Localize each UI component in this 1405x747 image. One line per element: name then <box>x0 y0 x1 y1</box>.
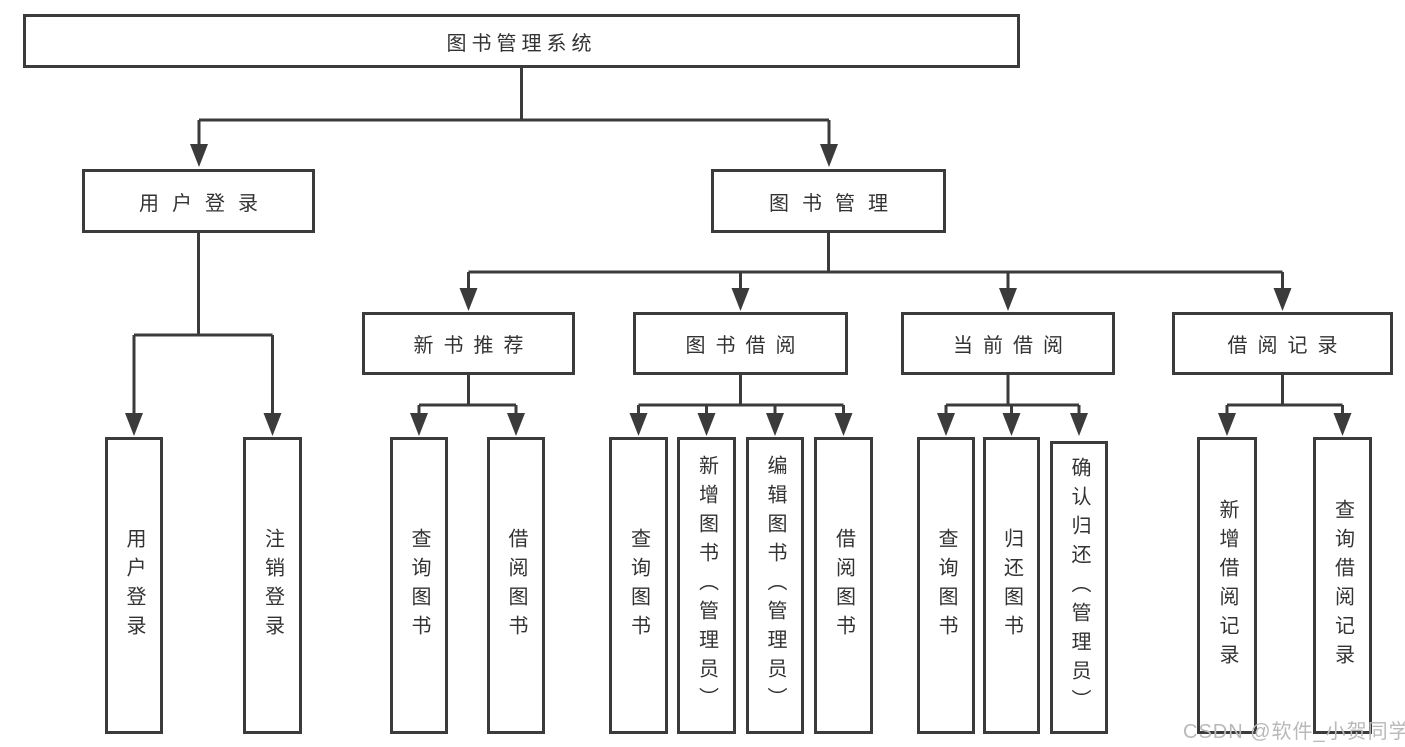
connector-newbook-to-leaves <box>417 375 518 413</box>
node-add-books-admin: 新增图书（管理员） <box>677 437 736 734</box>
arrow-to-confirm-return-admin <box>1070 413 1088 436</box>
node-label: 新书推荐 <box>413 335 534 357</box>
node-query-borrow-record: 查询借阅记录 <box>1313 437 1372 734</box>
arrow-to-query-books-current <box>937 413 955 436</box>
node-borrow-books: 借阅图书 <box>814 437 873 734</box>
csdn-watermark: CSDN @软件_小贺同学 <box>1183 721 1405 743</box>
node-new-book-recommendation: 新书推荐 <box>362 312 575 375</box>
node-confirm-return-admin: 确认归还（管理员） <box>1050 441 1108 734</box>
node-label: 新增借阅记录 <box>1216 498 1238 673</box>
node-label: 当前借阅 <box>953 335 1073 357</box>
node-query-books-borrow: 查询图书 <box>609 437 668 734</box>
node-label: 查询借阅记录 <box>1331 498 1354 673</box>
node-label: 图书借阅 <box>685 335 806 357</box>
node-label: 注销登录 <box>261 527 284 644</box>
connector-root-to-level2 <box>197 68 831 144</box>
node-book-management: 图书管理 <box>711 169 946 233</box>
node-query-books-recommend: 查询图书 <box>390 437 448 734</box>
arrow-to-new-book-recommendation <box>459 288 478 311</box>
node-add-borrow-record: 新增借阅记录 <box>1197 437 1257 734</box>
arrow-to-current-borrowing <box>999 288 1017 311</box>
node-current-borrowing: 当前借阅 <box>901 312 1115 375</box>
node-label: 借阅图书 <box>832 527 855 644</box>
connector-userlogin-to-leaves <box>132 233 274 413</box>
connector-currentborrow-to-leaves <box>944 375 1081 413</box>
arrow-to-borrow-books-recommend <box>507 413 525 436</box>
node-label: 用户登录 <box>139 192 271 215</box>
arrow-to-logout-action <box>263 413 282 436</box>
arrow-to-query-books-recommend <box>410 413 428 436</box>
node-label: 图书管理 <box>769 192 901 215</box>
arrow-to-user-login-action <box>125 413 143 436</box>
connector-bookborrow-to-leaves <box>637 375 845 413</box>
arrow-to-query-borrow-record <box>1333 413 1352 436</box>
node-label: 查询图书 <box>408 527 430 644</box>
node-borrowing-records: 借阅记录 <box>1172 312 1393 375</box>
node-logout-action: 注销登录 <box>243 437 302 734</box>
node-library-management-system: 图书管理系统 <box>23 14 1020 68</box>
arrow-to-return-books <box>1002 413 1021 436</box>
node-user-login: 用户登录 <box>82 169 315 233</box>
node-label: 查询图书 <box>627 527 650 644</box>
connector-borrowrecord-to-leaves <box>1225 375 1344 413</box>
node-edit-books-admin: 编辑图书（管理员） <box>746 437 804 734</box>
node-label: 编辑图书（管理员） <box>764 455 786 716</box>
node-label: 新增图书（管理员） <box>695 455 718 716</box>
arrow-to-user-login <box>190 144 208 167</box>
arrow-to-borrow-books <box>834 413 853 436</box>
node-borrow-books-recommend: 借阅图书 <box>487 437 545 734</box>
arrow-to-book-borrowing <box>731 288 750 311</box>
arrow-to-edit-books-admin <box>766 413 784 436</box>
arrow-to-add-borrow-record <box>1218 413 1236 436</box>
arrow-to-book-management <box>820 144 838 167</box>
node-label: 确认归还（管理员） <box>1068 457 1090 718</box>
node-label: 借阅图书 <box>505 527 527 644</box>
node-book-borrowing: 图书借阅 <box>633 312 848 375</box>
node-label: 用户登录 <box>123 527 145 644</box>
node-user-login-action: 用户登录 <box>105 437 163 734</box>
node-label: 归还图书 <box>1000 527 1023 644</box>
connector-bookmgmt-to-level3 <box>467 233 1284 288</box>
arrow-to-add-books-admin <box>697 413 716 436</box>
node-query-books-current: 查询图书 <box>917 437 975 734</box>
arrow-to-borrowing-records <box>1273 288 1292 311</box>
node-label: 查询图书 <box>935 527 957 644</box>
node-label: 借阅记录 <box>1227 335 1348 357</box>
node-label: 图书管理系统 <box>446 32 597 55</box>
arrow-to-query-books-borrow <box>629 413 648 436</box>
node-return-books: 归还图书 <box>983 437 1040 734</box>
